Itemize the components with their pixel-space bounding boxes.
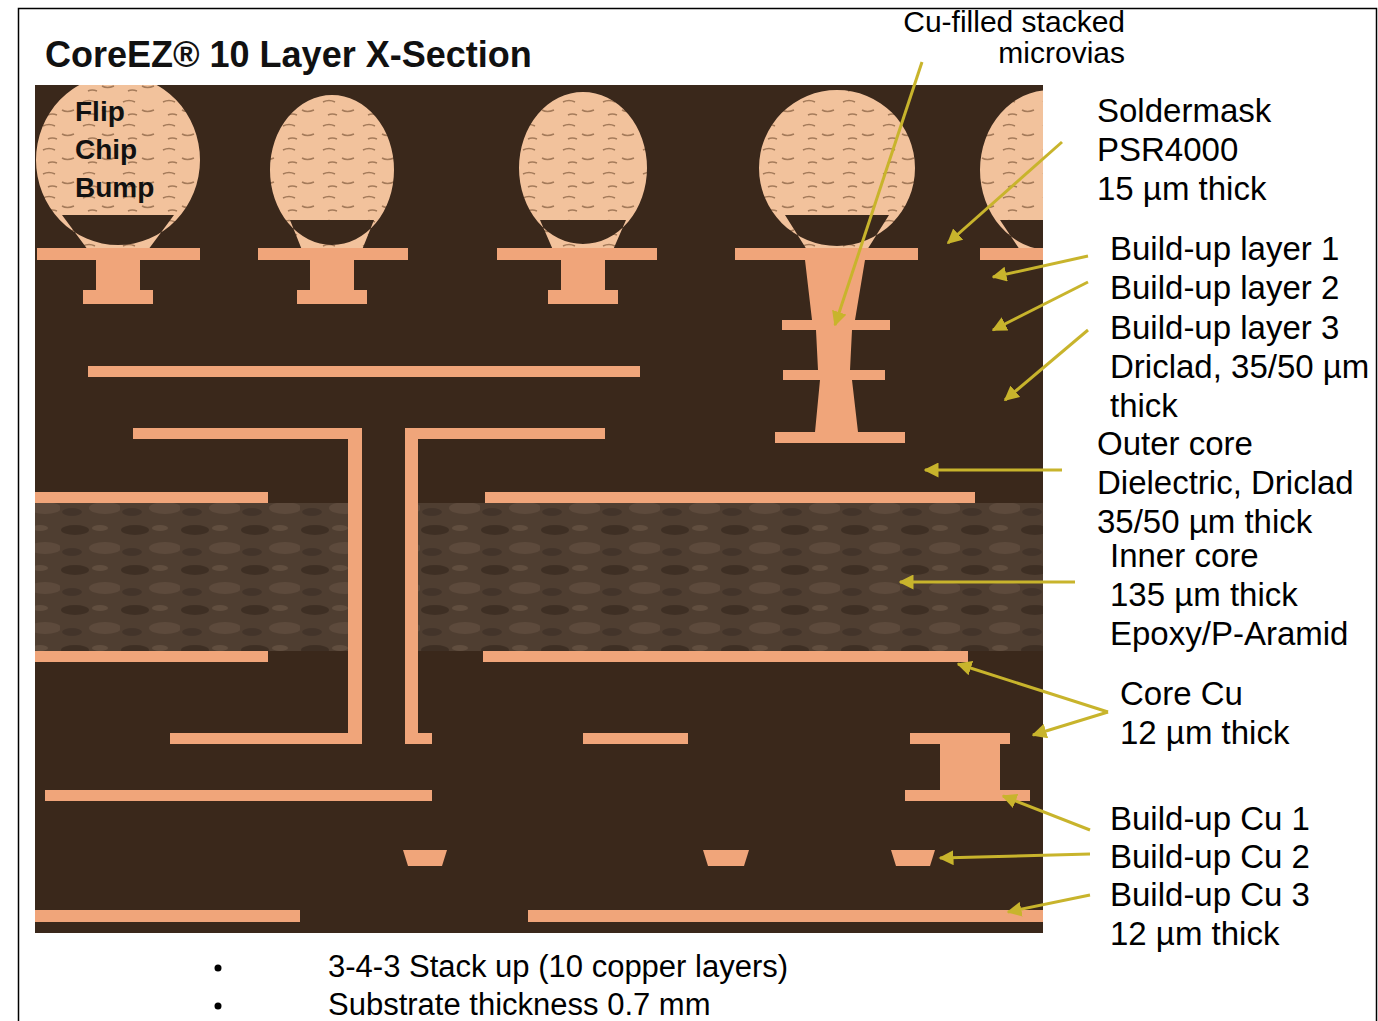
solder-bump — [270, 95, 394, 250]
callout-label: Build-up Cu 1 — [1110, 800, 1310, 837]
bullet-dot — [215, 965, 222, 972]
callout-block: 3-4-3 Stack up (10 copper layers) — [328, 947, 788, 986]
via-hole-fill — [362, 503, 405, 651]
leader-line — [993, 256, 1088, 277]
callout-block: Inner core 135 µm thick Epoxy/P-Aramid — [1110, 536, 1362, 653]
leader-lines — [835, 62, 1108, 912]
callout-label: Build-up layer 2 — [1110, 269, 1339, 306]
wrap-spacer — [1276, 674, 1306, 675]
callout-block: Build-up Cu 3 12 µm thick — [1110, 875, 1326, 953]
leader-line — [1033, 712, 1108, 735]
callout-block: Outer core Dielectric, Driclad 35/50 µm … — [1097, 424, 1369, 541]
callout-label: 3-4-3 Stack up (10 copper layers) — [328, 949, 788, 984]
leader-line — [1003, 796, 1090, 830]
callout-label: Flip Chip Bump — [75, 96, 154, 203]
callout-block: Substrate thickness 0.7 mm — [328, 985, 711, 1021]
callout-block: Build-up layer 2 — [1110, 268, 1339, 307]
dielectric-background — [35, 85, 1043, 933]
leader-line — [925, 469, 1062, 472]
leader-line — [900, 581, 1075, 584]
leader-line — [940, 854, 1090, 858]
callout-label: Outer core Dielectric, Driclad 35/50 µm … — [1097, 425, 1354, 540]
callout-block: Build-up Cu 1 — [1110, 799, 1310, 838]
callout-label: Inner core 135 µm thick Epoxy/P-Aramid — [1110, 537, 1348, 652]
callout-label: Soldermask PSR4000 15 µm thick — [1097, 92, 1271, 207]
title-block: CoreEZ® 10 Layer X-Section — [45, 33, 532, 77]
leader-line — [958, 664, 1108, 712]
callout-label: Build-up Cu 3 12 µm thick — [1110, 876, 1310, 952]
callout-block: Cu-filled stacked microvias — [895, 6, 1125, 68]
leader-line — [948, 142, 1062, 243]
micrograph — [35, 85, 1043, 933]
copper-trace — [35, 248, 1043, 922]
callout-block: Soldermask PSR4000 15 µm thick — [1097, 91, 1277, 208]
solder-bump — [519, 92, 647, 250]
bullet-dot — [215, 1003, 222, 1010]
leader-line — [1005, 330, 1088, 400]
diagram-title: CoreEZ® 10 Layer X-Section — [45, 34, 532, 75]
callout-block: Flip Chip Bump — [75, 93, 165, 207]
leader-line — [993, 282, 1088, 330]
callout-block: Build-up Cu 2 — [1110, 837, 1310, 876]
callout-block: Core Cu 12 µm thick — [1120, 674, 1306, 752]
callout-label: Substrate thickness 0.7 mm — [328, 987, 711, 1021]
solder-bump — [759, 90, 915, 250]
callout-block: Build-up layer 1 — [1110, 229, 1339, 268]
callout-label: Core Cu 12 µm thick — [1120, 675, 1289, 751]
callout-label: Cu-filled stacked microvias — [903, 5, 1125, 69]
inner-core — [35, 503, 1043, 651]
callout-label: Build-up layer 1 — [1110, 230, 1339, 267]
solder-bump — [980, 90, 1043, 250]
wrap-spacer — [1302, 536, 1362, 537]
callout-label: Build-up layer 3 Driclad, 35/50 µm thick — [1110, 309, 1369, 424]
callout-block: Build-up layer 3 Driclad, 35/50 µm thick — [1110, 308, 1376, 425]
leader-line — [1008, 895, 1090, 912]
leader-line — [835, 62, 922, 325]
page-frame — [19, 9, 1377, 1021]
solder-bump — [36, 85, 200, 250]
callout-label: Build-up Cu 2 — [1110, 838, 1310, 875]
